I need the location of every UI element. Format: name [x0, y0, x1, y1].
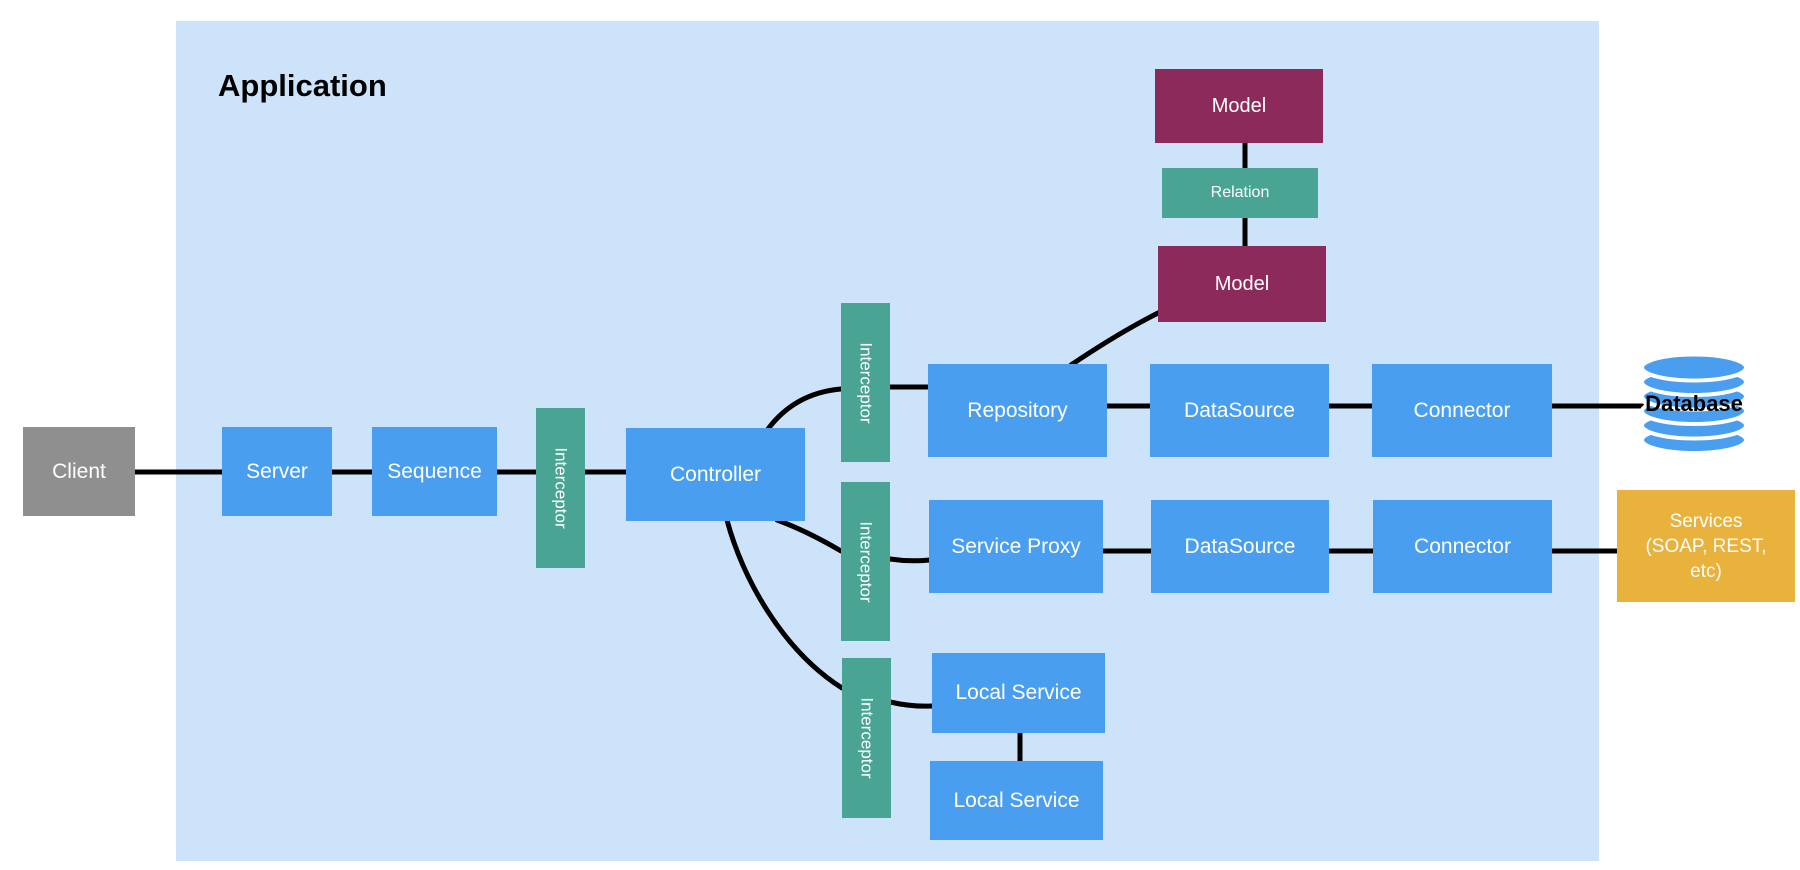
edge-interceptor-serviceproxy — [887, 556, 933, 564]
node-repository: Repository — [928, 364, 1107, 457]
node-datasource-middle: DataSource — [1151, 500, 1329, 593]
node-interceptor-label: Interceptor — [856, 341, 876, 424]
node-local-service-label: Local Service — [953, 788, 1080, 812]
node-model-label: Model — [1214, 272, 1270, 295]
node-local-service-label: Local Service — [955, 681, 1082, 704]
node-sequence: Sequence — [372, 427, 497, 516]
node-interceptor-label: Interceptor — [856, 520, 876, 603]
node-controller: Controller — [626, 428, 805, 521]
node-interceptor-serviceproxy: Interceptor — [841, 482, 890, 641]
node-relation-label: Relation — [1210, 184, 1270, 201]
node-datasource-label: DataSource — [1184, 398, 1295, 422]
node-interceptor-label: Interceptor — [857, 697, 877, 779]
application-title: Application — [218, 68, 387, 103]
node-interceptor-localservice: Interceptor — [842, 658, 891, 818]
node-service-proxy: Service Proxy — [929, 500, 1103, 593]
node-services-line2: (SOAP, REST, — [1645, 535, 1767, 557]
node-datasource-top: DataSource — [1150, 364, 1329, 457]
node-connector-middle: Connector — [1373, 500, 1552, 593]
node-connector-label: Connector — [1414, 534, 1511, 558]
node-interceptor-sequence: Interceptor — [536, 408, 585, 568]
edge-controller-interceptor-top — [765, 386, 844, 432]
edge-repository-model — [1068, 309, 1163, 368]
node-client-label: Client — [52, 459, 106, 483]
node-local-service-top: Local Service — [932, 653, 1105, 733]
node-interceptor-repository: Interceptor — [841, 303, 890, 462]
node-controller-label: Controller — [669, 462, 762, 486]
node-services-line1: Services — [1669, 510, 1743, 532]
node-sequence-label: Sequence — [387, 459, 482, 483]
node-server-label: Server — [246, 459, 308, 483]
node-local-service-bottom: Local Service — [930, 761, 1103, 840]
node-client: Client — [23, 427, 135, 516]
database-icon — [1640, 352, 1748, 455]
edge-controller-interceptor-bottom — [724, 517, 845, 691]
node-connector-label: Connector — [1413, 398, 1511, 422]
node-datasource-label: DataSource — [1184, 534, 1296, 558]
node-interceptor-label: Interceptor — [551, 447, 571, 529]
node-connector-top: Connector — [1372, 364, 1552, 457]
node-relation: Relation — [1162, 168, 1318, 218]
node-services: Services (SOAP, REST, etc) — [1617, 490, 1795, 602]
edge-controller-interceptor-middle — [774, 517, 844, 554]
node-repository-label: Repository — [967, 398, 1068, 422]
node-model-label: Model — [1211, 94, 1267, 117]
node-services-line3: etc) — [1690, 560, 1722, 582]
node-server: Server — [222, 427, 332, 516]
edge-interceptor-localservice — [887, 699, 935, 709]
node-model-top: Model — [1155, 69, 1323, 143]
node-database-label: Database — [1645, 390, 1743, 416]
node-service-proxy-label: Service Proxy — [951, 534, 1081, 558]
node-model-bottom: Model — [1158, 246, 1326, 322]
